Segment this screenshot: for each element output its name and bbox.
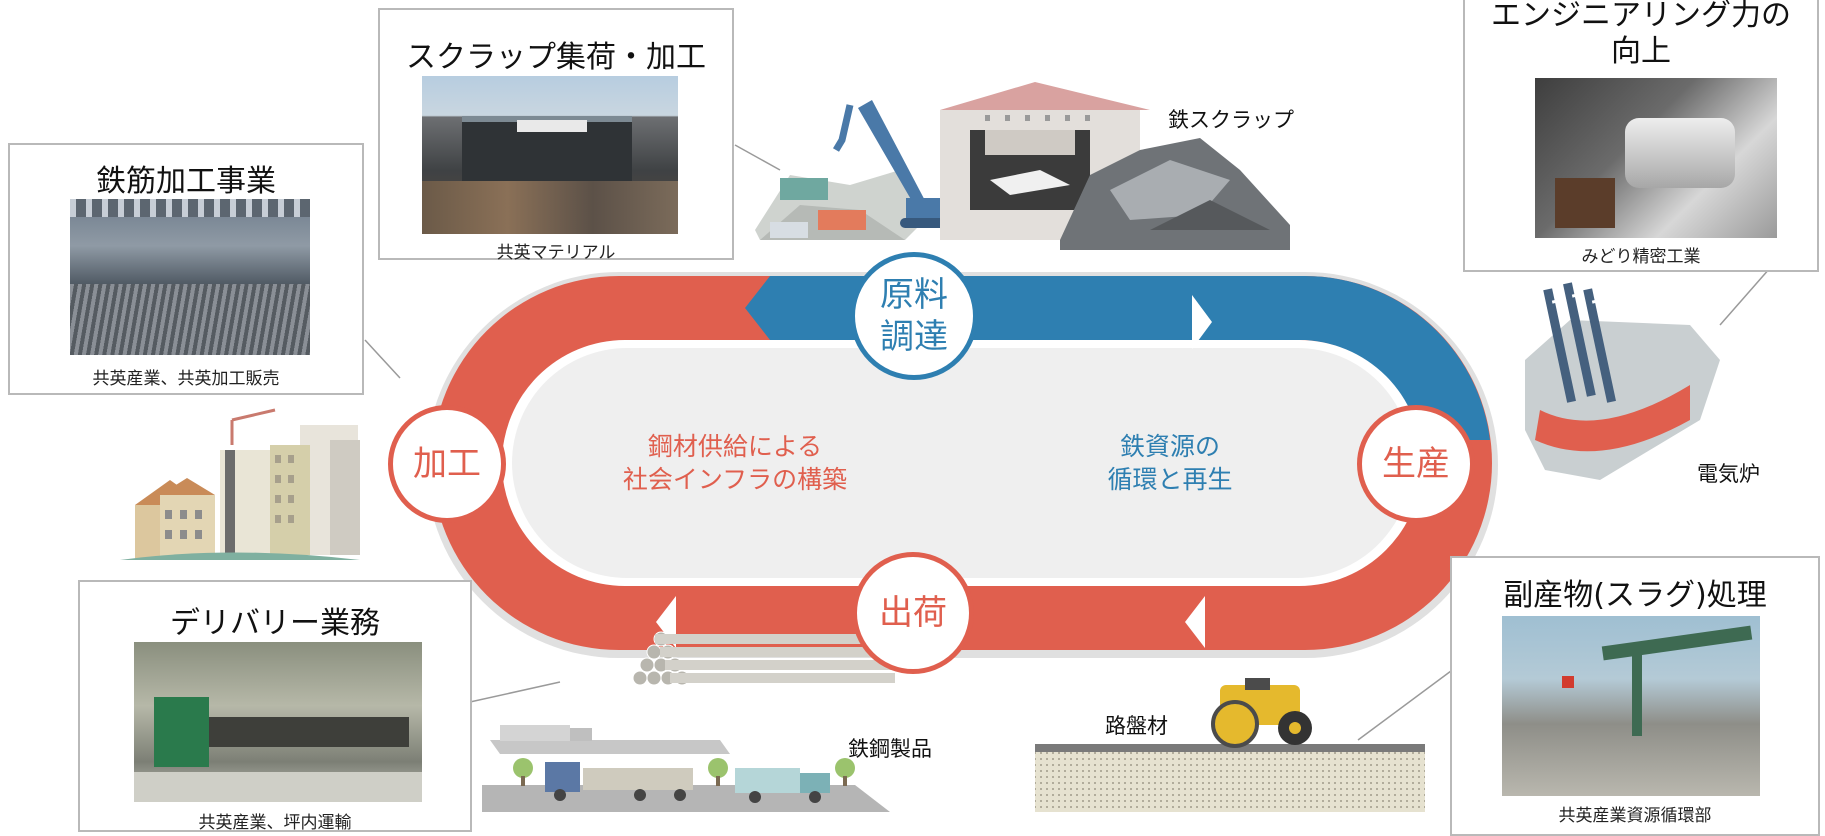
steel-products-illustration [482, 631, 895, 812]
box-scrap-collection: スクラップ集荷・加工 共英マテリアル [378, 8, 734, 263]
road-roller-illustration [1035, 678, 1425, 812]
box-rebar-processing: 鉄筋加工事業 共英産業、共英加工販売 [8, 143, 364, 395]
label-electric-furnace: 電気炉 [1697, 462, 1760, 486]
cycle-loop-center [512, 348, 1412, 578]
connector-line [1719, 267, 1771, 326]
cycle-step-shipping: 出荷 [852, 552, 974, 674]
box-title: デリバリー業務 [170, 606, 380, 641]
city-buildings-illustration [120, 408, 360, 560]
label-roadbed: 路盤材 [1105, 714, 1168, 738]
box-caption: 共英マテリアル [496, 243, 616, 263]
arrow-left-icon [1185, 596, 1205, 648]
box-caption: 共英産業、共英加工販売 [92, 369, 280, 389]
electric-furnace-illustration [1525, 282, 1720, 480]
scrap-yard-illustration [755, 82, 1290, 250]
center-text-resource-cycle: 鉄資源の 循環と再生 [1107, 432, 1233, 494]
label-iron-scrap: 鉄スクラップ [1168, 108, 1294, 132]
box-caption: 共英産業資源循環部 [1558, 806, 1712, 826]
box-caption: 共英産業、坪内運輸 [198, 813, 352, 833]
box-slag-processing: 副産物(スラグ)処理 共英産業資源循環部 [1450, 556, 1820, 836]
photo-delivery-truck [134, 642, 422, 802]
box-title: 副産物(スラグ)処理 [1503, 578, 1767, 613]
cycle-step-production: 生産 [1357, 405, 1475, 523]
center-text-infrastructure: 鋼材供給による 社会インフラの構築 [622, 432, 848, 494]
photo-scrap-yard [422, 76, 678, 234]
label-steel-products: 鉄鋼製品 [848, 737, 932, 761]
cycle-step-processing: 加工 [388, 405, 506, 523]
box-caption: みどり精密工業 [1581, 247, 1701, 267]
box-title: 鉄筋加工事業 [96, 164, 276, 199]
photo-precision-equipment [1535, 78, 1777, 238]
box-title: スクラップ集荷・加工 [406, 40, 706, 75]
connector-line [1357, 667, 1456, 741]
box-delivery: デリバリー業務 共英産業、坪内運輸 [78, 580, 472, 833]
box-engineering: エンジニアリング力の 向上 みどり精密工業 [1463, 0, 1819, 272]
connector-line [469, 681, 561, 703]
photo-slag-facility [1502, 616, 1760, 796]
arrow-right-icon [1192, 295, 1212, 349]
box-title: エンジニアリング力の 向上 [1491, 0, 1791, 69]
cycle-step-procurement: 原料 調達 [850, 252, 978, 380]
connector-line [734, 144, 781, 171]
photo-rebar-factory [70, 199, 310, 355]
connector-line [364, 339, 401, 379]
